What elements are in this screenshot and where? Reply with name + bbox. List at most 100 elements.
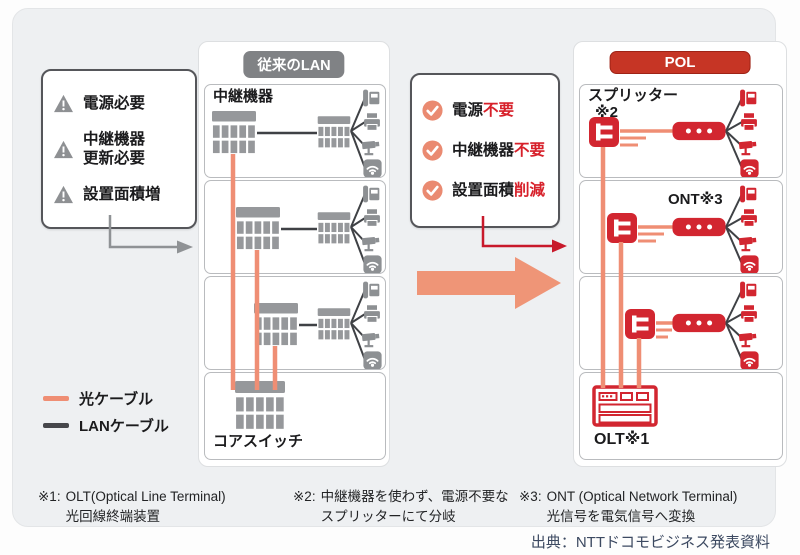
core-switch-box: コアスイッチ bbox=[204, 372, 386, 460]
warning-icon bbox=[53, 94, 74, 113]
printer-icon bbox=[363, 208, 381, 227]
phone-icon bbox=[740, 89, 757, 107]
device-fan-lines bbox=[725, 97, 743, 169]
splitter-label-line1: スプリッター bbox=[588, 87, 679, 104]
wifi-icon bbox=[740, 255, 759, 273]
legacy-lan-section: 従来のLAN 中継機器 bbox=[198, 41, 390, 467]
camera-icon bbox=[738, 236, 757, 252]
ont-icon bbox=[672, 313, 726, 333]
pol-benefits-box: 電源不要 中継機器不要 設置面積削減 bbox=[410, 73, 560, 228]
camera-icon bbox=[361, 332, 380, 348]
phone-icon bbox=[740, 185, 757, 203]
printer-icon bbox=[740, 304, 758, 323]
pol-floor-1: スプリッター※2 bbox=[579, 84, 783, 178]
footnote-1-line1: OLT(Optical Line Terminal) bbox=[65, 489, 226, 504]
edge-switch-icon bbox=[317, 212, 351, 244]
warning-icon bbox=[53, 140, 74, 159]
camera-icon bbox=[361, 236, 380, 252]
benefit-highlight: 不要 bbox=[514, 141, 546, 159]
lan-floor-1-diagram bbox=[212, 89, 382, 177]
lan-floor-3-diagram bbox=[254, 281, 382, 369]
splitter-label-line2: ※2 bbox=[595, 104, 618, 122]
device-fan-lines bbox=[350, 289, 366, 361]
edge-switch-icon bbox=[317, 116, 351, 148]
splitter-label: スプリッター※2 bbox=[588, 87, 678, 122]
pol-section: POL スプリッター※2 bbox=[573, 41, 787, 467]
benefit-label: 中継機器不要 bbox=[452, 141, 545, 160]
benefit-text: 設置面積 bbox=[452, 181, 515, 199]
device-fan-lines bbox=[350, 97, 366, 169]
legend-lan: LANケーブル bbox=[43, 415, 169, 436]
transition-arrow bbox=[417, 257, 561, 309]
optical-cable-swatch bbox=[43, 396, 69, 401]
phone-icon bbox=[363, 185, 380, 203]
ont-icon bbox=[672, 121, 726, 141]
benefit-label: 設置面積削減 bbox=[452, 181, 545, 200]
printer-icon bbox=[363, 304, 381, 323]
phone-icon bbox=[363, 281, 380, 299]
benefit-item: 設置面積削減 bbox=[422, 180, 548, 201]
legend-optical-label: 光ケーブル bbox=[79, 391, 154, 408]
footnote-3-line1: ONT (Optical Network Terminal) bbox=[546, 489, 738, 504]
check-icon bbox=[422, 180, 443, 201]
drawback-label: 中継機器更新必要 bbox=[83, 130, 145, 169]
camera-icon bbox=[738, 332, 757, 348]
pol-floor-3 bbox=[579, 276, 783, 370]
relay-switch-icon bbox=[254, 303, 298, 346]
benefit-text: 電源 bbox=[452, 101, 484, 119]
camera-icon bbox=[361, 140, 380, 156]
olt-icon bbox=[592, 385, 658, 427]
benefit-highlight: 不要 bbox=[483, 101, 515, 119]
warning-icon bbox=[53, 185, 74, 204]
olt-box: OLT※1 bbox=[579, 372, 783, 460]
printer-icon bbox=[740, 208, 758, 227]
pol-floor-3-diagram bbox=[625, 281, 759, 369]
check-icon bbox=[422, 100, 443, 121]
lan-floor-3 bbox=[204, 276, 386, 370]
footnote-1-prefix: ※1: bbox=[38, 489, 61, 504]
footnote-3: ※3: ONT (Optical Network Terminal) 光信号を電… bbox=[519, 487, 737, 526]
camera-icon bbox=[738, 140, 757, 156]
footnote-1: ※1: OLT(Optical Line Terminal) 光回線終端装置 bbox=[38, 487, 226, 526]
diagram-panel: 電源必要 中継機器更新必要 設置面積増 光ケーブル LANケ bbox=[12, 8, 787, 527]
wifi-icon bbox=[363, 159, 382, 177]
phone-icon bbox=[363, 89, 380, 107]
drawback-item: 設置面積増 bbox=[53, 185, 185, 204]
legacy-lan-title: 従来のLAN bbox=[243, 51, 345, 78]
relay-switch-icon bbox=[212, 111, 256, 154]
lan-floor-2-diagram bbox=[236, 185, 382, 273]
printer-icon bbox=[363, 112, 381, 131]
phone-icon bbox=[740, 281, 757, 299]
lan-cable-swatch bbox=[43, 423, 69, 428]
ont-label: ONT※3 bbox=[668, 191, 723, 208]
drawback-label-line2: 更新必要 bbox=[83, 150, 146, 167]
wifi-icon bbox=[363, 255, 382, 273]
wifi-icon bbox=[363, 351, 382, 369]
benefit-item: 中継機器不要 bbox=[422, 140, 548, 161]
check-icon bbox=[422, 140, 443, 161]
pol-floor-2-diagram bbox=[607, 185, 759, 273]
footnote-2: ※2: 中継機器を使わず、電源不要な スプリッターにて分岐 bbox=[293, 487, 509, 526]
wifi-icon bbox=[740, 351, 759, 369]
benefit-item: 電源不要 bbox=[422, 100, 548, 121]
device-fan-lines bbox=[350, 193, 366, 265]
relay-switch-icon bbox=[236, 207, 280, 250]
printer-icon bbox=[740, 112, 758, 131]
benefit-highlight: 削減 bbox=[514, 181, 546, 199]
red-connector-arrow bbox=[481, 216, 567, 253]
footnote-2-line1: 中継機器を使わず、電源不要な bbox=[320, 489, 509, 504]
legend-lan-label: LANケーブル bbox=[79, 418, 169, 435]
drawback-label: 設置面積増 bbox=[83, 186, 161, 203]
pol-title: POL bbox=[609, 51, 751, 74]
cable-legend: 光ケーブル LANケーブル bbox=[43, 388, 169, 436]
lan-floor-1: 中継機器 bbox=[204, 84, 386, 178]
footnote-1-line2: 光回線終端装置 bbox=[65, 508, 161, 524]
source-credit: 出典：NTTドコモビジネス発表資料 bbox=[530, 534, 770, 551]
footnote-3-line2: 光信号を電気信号へ変換 bbox=[546, 508, 696, 524]
benefit-text: 中継機器 bbox=[452, 141, 515, 159]
footnote-3-prefix: ※3: bbox=[519, 489, 542, 504]
olt-label: OLT※1 bbox=[594, 431, 650, 448]
footnote-2-prefix: ※2: bbox=[293, 489, 316, 504]
lan-floor-2 bbox=[204, 180, 386, 274]
